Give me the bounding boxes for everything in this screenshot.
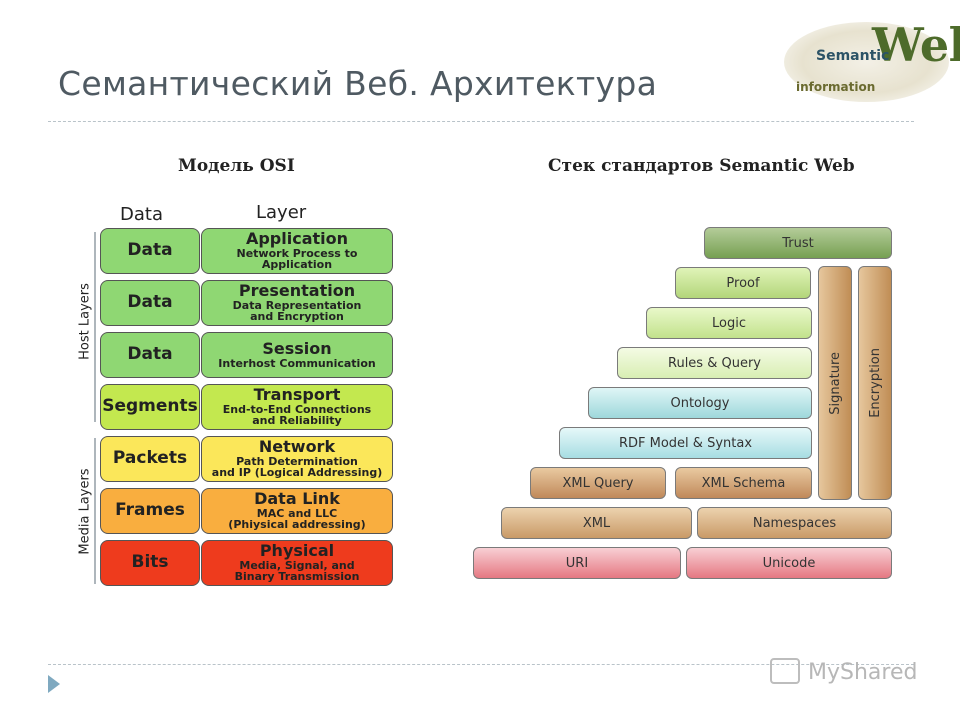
encryption-label: Encryption — [867, 348, 883, 418]
layer-xml-query: XML Query — [530, 467, 666, 499]
osi-data-unit: Segments — [100, 384, 200, 430]
osi-layer-name: Application — [245, 229, 349, 249]
osi-layer-name: Session — [262, 338, 332, 358]
osi-data-unit: Data — [100, 228, 200, 274]
osi-layer-desc: Data Representation and Encryption — [232, 298, 362, 324]
logo-cloud — [784, 22, 949, 102]
osi-layer-desc: End-to-End Connections and Reliability — [222, 402, 372, 428]
bottom-divider — [48, 664, 914, 665]
watermark: MyShared — [770, 658, 918, 686]
osi-data-unit: Bits — [100, 540, 200, 586]
logo-word-semantic: Semantic — [816, 48, 890, 64]
osi-layer-desc: Media, Signal, and Binary Transmission — [234, 558, 360, 584]
osi-data-unit: Data — [100, 280, 200, 326]
layer-uri: URI — [473, 547, 681, 579]
media-layers-bracket — [94, 438, 96, 584]
osi-layer-name: Data Link — [254, 489, 340, 509]
layer-xml: XML — [501, 507, 692, 539]
logo-word-information: information — [796, 80, 876, 94]
layer-proof: Proof — [675, 267, 811, 299]
layer-rules-query: Rules & Query — [617, 347, 812, 379]
signature-label: Signature — [827, 351, 843, 415]
osi-layer-desc: Path Determination and IP (Logical Addre… — [211, 454, 383, 480]
layer-logic: Logic — [646, 307, 812, 339]
osi-layer-desc: Interhost Communication — [218, 356, 376, 370]
layer-signature: Signature — [818, 266, 852, 500]
semantic-web-logo: Web Semantic information — [784, 12, 960, 108]
watermark-text: MyShared — [808, 660, 918, 685]
osi-layer-name: Presentation — [238, 281, 356, 301]
host-layers-bracket — [94, 232, 96, 422]
layer-unicode: Unicode — [686, 547, 892, 579]
layer-namespaces: Namespaces — [697, 507, 892, 539]
layer-ontology: Ontology — [588, 387, 812, 419]
layer-trust: Trust — [704, 227, 892, 259]
layer-encryption: Encryption — [858, 266, 892, 500]
osi-subtitle: Модель OSI — [178, 156, 295, 176]
top-divider — [48, 121, 914, 122]
slide-title: Семантический Веб. Архитектура — [58, 64, 658, 103]
logo-word-web: Web — [872, 18, 960, 72]
osi-data-unit: Frames — [100, 488, 200, 534]
host-layers-label: Host Layers — [77, 283, 93, 360]
presentation-icon — [770, 658, 800, 684]
osi-layer-desc: Network Process to Application — [236, 246, 358, 272]
osi-layer-name: Network — [258, 437, 336, 457]
osi-layer-desc: MAC and LLC (Phiysical addressing) — [228, 506, 366, 532]
osi-layer-name: Physical — [259, 541, 335, 561]
media-layers-label: Media Layers — [77, 468, 93, 555]
semweb-subtitle: Стек стандартов Semantic Web — [548, 156, 855, 176]
layer-rdf: RDF Model & Syntax — [559, 427, 812, 459]
osi-data-unit: Packets — [100, 436, 200, 482]
osi-col-layer: Layer — [256, 202, 307, 223]
osi-data-unit: Data — [100, 332, 200, 378]
layer-xml-schema: XML Schema — [675, 467, 812, 499]
osi-col-data: Data — [120, 204, 163, 225]
osi-layer-name: Transport — [253, 385, 341, 405]
slide-marker-icon — [48, 675, 60, 693]
